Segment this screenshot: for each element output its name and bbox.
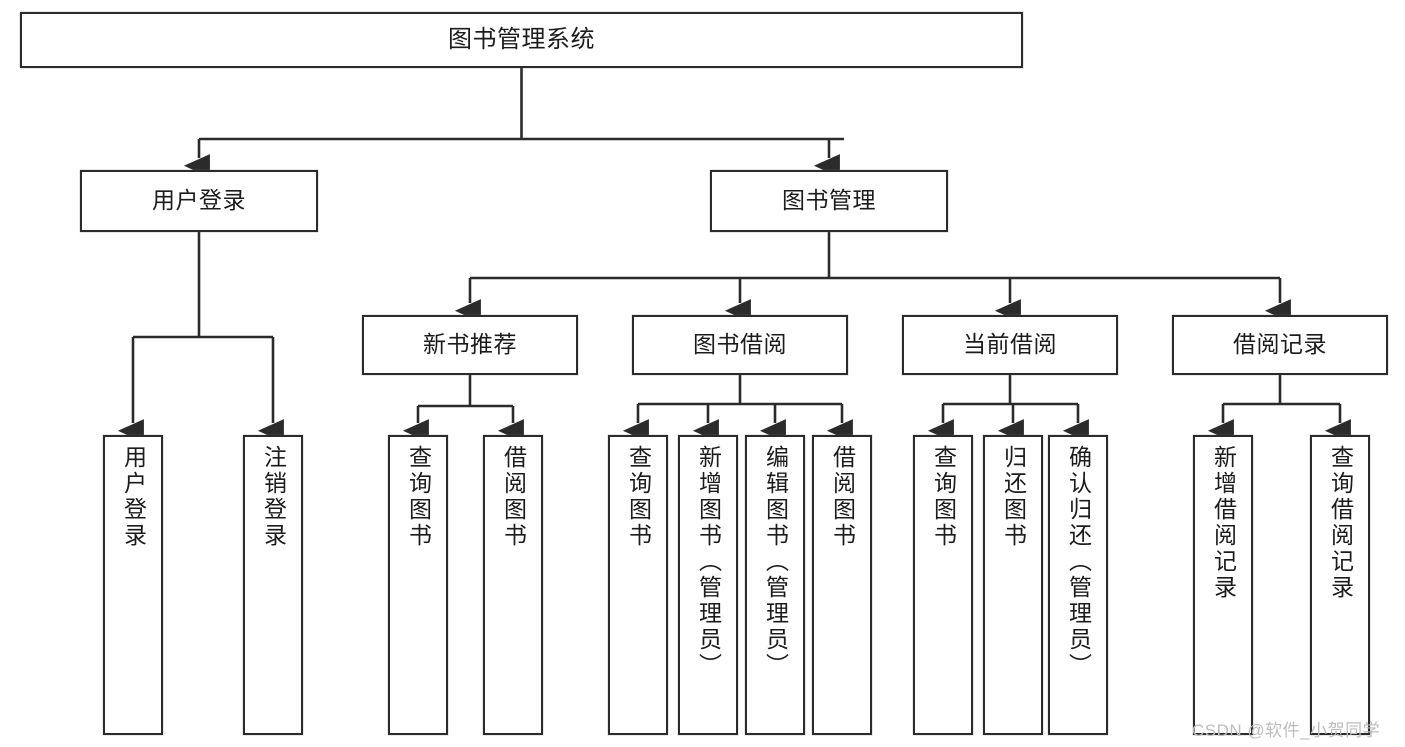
leaf-query-book-current-label: 查询图书 xyxy=(930,445,957,549)
leaf-add-book-admin[interactable]: 新增图书（管理员） xyxy=(678,435,738,735)
leaf-user-login[interactable]: 用户登录 xyxy=(103,435,163,735)
node-new-book-recommend-label: 新书推荐 xyxy=(423,331,517,358)
leaf-query-book-recommend[interactable]: 查询图书 xyxy=(388,435,448,735)
node-new-book-recommend[interactable]: 新书推荐 xyxy=(362,315,578,375)
leaf-add-book-admin-label: 新增图书（管理员） xyxy=(695,445,722,679)
leaf-borrow-book-recommend[interactable]: 借阅图书 xyxy=(483,435,543,735)
leaf-query-book-borrow-label: 查询图书 xyxy=(625,445,652,549)
leaf-query-book-recommend-label: 查询图书 xyxy=(405,445,432,549)
leaf-user-logout[interactable]: 注销登录 xyxy=(243,435,303,735)
leaf-return-book[interactable]: 归还图书 xyxy=(983,435,1043,735)
leaf-query-book-borrow[interactable]: 查询图书 xyxy=(608,435,668,735)
leaf-query-book-current[interactable]: 查询图书 xyxy=(913,435,973,735)
node-book-borrow-label: 图书借阅 xyxy=(693,331,787,358)
node-book-borrow[interactable]: 图书借阅 xyxy=(632,315,848,375)
watermark-text: CSDN @软件_小贺同学 xyxy=(1192,721,1381,740)
leaf-query-borrow-record[interactable]: 查询借阅记录 xyxy=(1310,435,1370,735)
node-current-borrow[interactable]: 当前借阅 xyxy=(902,315,1118,375)
node-borrow-record[interactable]: 借阅记录 xyxy=(1172,315,1388,375)
leaf-confirm-return-admin[interactable]: 确认归还（管理员） xyxy=(1048,435,1108,735)
leaf-add-borrow-record-label: 新增借阅记录 xyxy=(1210,445,1237,601)
leaf-return-book-label: 归还图书 xyxy=(1000,445,1027,549)
leaf-borrow-book[interactable]: 借阅图书 xyxy=(812,435,872,735)
leaf-user-logout-label: 注销登录 xyxy=(260,445,287,549)
node-root-label: 图书管理系统 xyxy=(448,25,595,53)
node-current-borrow-label: 当前借阅 xyxy=(963,331,1057,358)
leaf-edit-book-admin-label: 编辑图书（管理员） xyxy=(762,445,789,679)
leaf-borrow-book-recommend-label: 借阅图书 xyxy=(500,445,527,549)
node-book-management[interactable]: 图书管理 xyxy=(710,170,948,232)
leaf-user-login-label: 用户登录 xyxy=(120,445,147,549)
node-user-login-label: 用户登录 xyxy=(152,187,246,214)
node-book-management-label: 图书管理 xyxy=(782,187,876,214)
node-root[interactable]: 图书管理系统 xyxy=(20,12,1023,68)
leaf-confirm-return-admin-label: 确认归还（管理员） xyxy=(1065,445,1092,679)
node-borrow-record-label: 借阅记录 xyxy=(1233,331,1327,358)
leaf-add-borrow-record[interactable]: 新增借阅记录 xyxy=(1193,435,1253,735)
leaf-query-borrow-record-label: 查询借阅记录 xyxy=(1327,445,1354,601)
leaf-edit-book-admin[interactable]: 编辑图书（管理员） xyxy=(745,435,805,735)
leaf-borrow-book-label: 借阅图书 xyxy=(829,445,856,549)
node-user-login[interactable]: 用户登录 xyxy=(80,170,318,232)
